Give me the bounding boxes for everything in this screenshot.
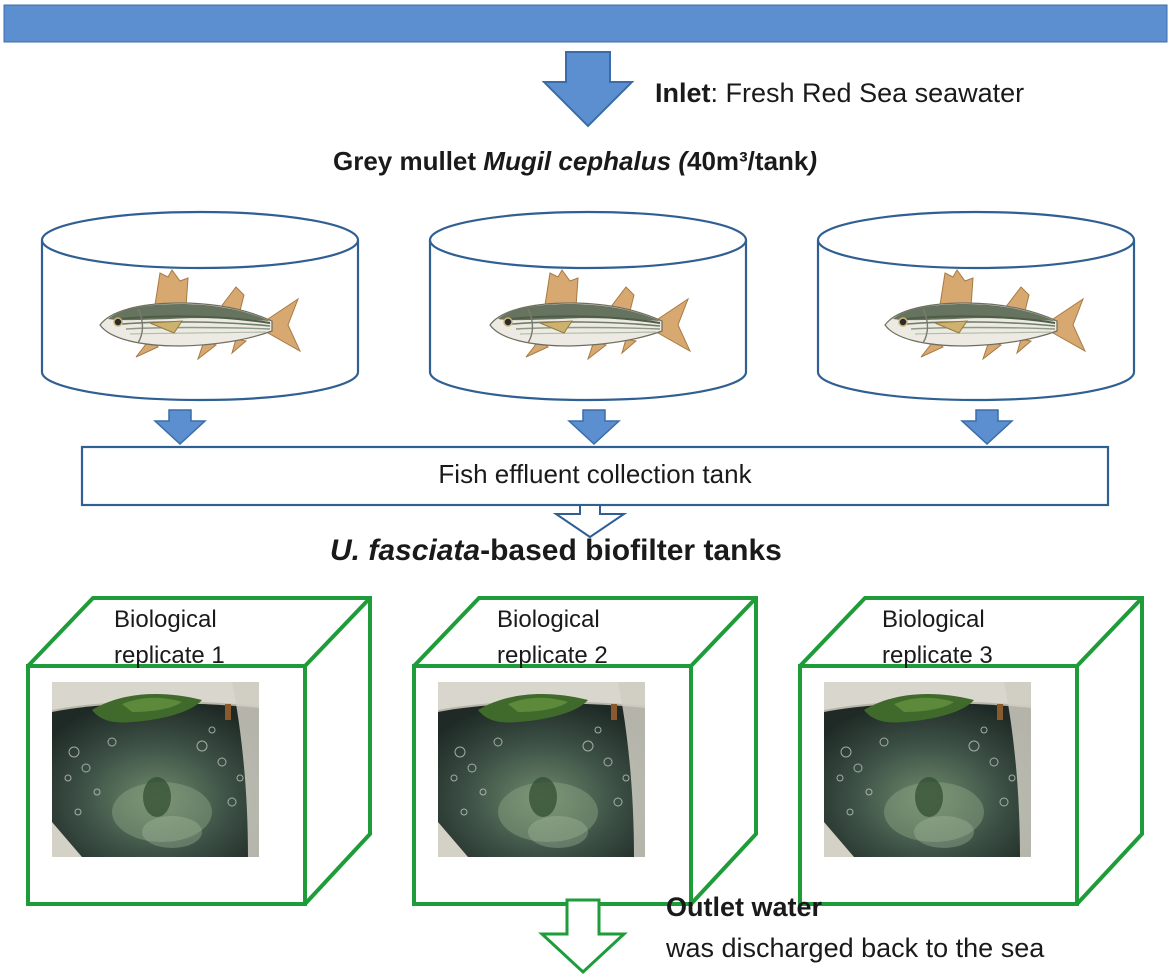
fish-tank-3 [816, 210, 1136, 402]
biofilter-heading-suffix: -based biofilter tanks [480, 534, 782, 567]
biofilter-species: U. fasciata [330, 534, 481, 567]
heading-prefix: Grey mullet [333, 146, 484, 176]
biofilter-heading: U. fasciata-based biofilter tanks [330, 534, 782, 568]
biofilter-tank-3 [798, 596, 1144, 906]
fish-tanks-heading: Grey mullet Mugil cephalus (40m³/tank) [333, 146, 817, 177]
tank-volume: 40m³/tank [686, 146, 809, 176]
replicate-label-1: Biological replicate 1 [114, 602, 225, 674]
fish-tank-2 [428, 210, 748, 402]
inlet-label-bold: Inlet [655, 78, 711, 108]
collection-tank-box [80, 445, 1110, 507]
species-name: Mugil cephalus [483, 146, 672, 176]
inlet-text: : Fresh Red Sea seawater [710, 78, 1025, 108]
replicate-line-1: Biological [114, 606, 217, 633]
heading-paren-close: ) [808, 146, 818, 176]
heading-paren-open: ( [671, 146, 687, 176]
arrow-down-icon [153, 409, 207, 446]
replicate-line-2: replicate 1 [114, 642, 225, 669]
outlet-description: was discharged back to the sea [666, 933, 1045, 963]
replicate-line-2: replicate 3 [882, 642, 993, 669]
fish-tank-1 [40, 210, 360, 402]
arrow-down-outline-icon [552, 504, 628, 539]
inlet-arrow-icon [541, 51, 635, 128]
water-supply-bar [3, 4, 1168, 43]
replicate-label-2: Biological replicate 2 [497, 602, 608, 674]
collection-tank-label: Fish effluent collection tank [438, 459, 752, 489]
outlet-arrow-icon [538, 898, 628, 975]
replicate-line-2: replicate 2 [497, 642, 608, 669]
biofilter-tank-1 [26, 596, 372, 906]
seaweed-photo [437, 681, 646, 858]
inlet-label: Inlet: Fresh Red Sea seawater [655, 78, 1024, 109]
outlet-title: Outlet water [666, 892, 823, 922]
arrow-down-icon [960, 409, 1014, 446]
replicate-label-3: Biological replicate 3 [882, 602, 993, 674]
replicate-line-1: Biological [882, 606, 985, 633]
seaweed-photo [51, 681, 260, 858]
arrow-down-icon [567, 409, 621, 446]
replicate-line-1: Biological [497, 606, 600, 633]
seaweed-photo [823, 681, 1032, 858]
biofilter-tank-2 [412, 596, 758, 906]
